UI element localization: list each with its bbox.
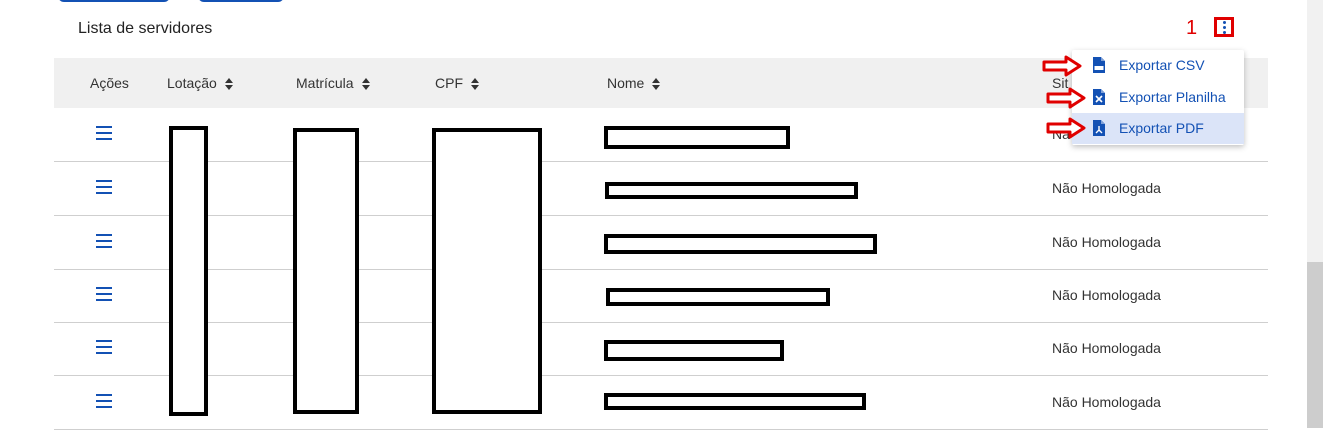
table-row: Não Homologada	[54, 162, 1268, 216]
redaction-nome	[604, 340, 784, 361]
status-text: Não Homologada	[1052, 234, 1161, 250]
annotation-arrow-icon	[1046, 87, 1086, 109]
status-text: Não Homologada	[1052, 180, 1161, 196]
vertical-scrollbar[interactable]	[1307, 0, 1323, 428]
pdf-file-icon	[1093, 120, 1105, 136]
redaction-lotacao	[169, 126, 208, 416]
column-header-acoes: Ações	[90, 75, 129, 91]
column-header-matricula[interactable]: Matrícula	[296, 58, 370, 108]
status-text: Não Homologada	[1052, 340, 1161, 356]
row-actions-menu-icon[interactable]	[96, 394, 112, 408]
column-header-lotacao[interactable]: Lotação	[167, 58, 233, 108]
row-actions-menu-icon[interactable]	[96, 180, 112, 194]
export-csv-option[interactable]: Exportar CSV	[1072, 50, 1244, 81]
sort-icon	[224, 78, 233, 91]
column-header-cpf[interactable]: CPF	[435, 58, 479, 108]
top-button-2[interactable]	[198, 0, 284, 2]
table-row: Não Homologada	[54, 269, 1268, 323]
status-text: Não Homologada	[1052, 394, 1161, 410]
status-text: Não Homologada	[1052, 287, 1161, 303]
export-dropdown: Exportar CSV Exportar Planilha Exportar …	[1072, 50, 1244, 145]
export-planilha-option[interactable]: Exportar Planilha	[1072, 82, 1244, 113]
sort-icon	[361, 78, 370, 91]
redaction-nome	[605, 182, 858, 199]
row-actions-menu-icon[interactable]	[96, 287, 112, 301]
redaction-nome	[604, 393, 866, 410]
annotation-number: 1	[1186, 17, 1198, 39]
panel-title: Lista de servidores	[78, 20, 213, 37]
csv-file-icon	[1093, 57, 1105, 73]
sort-icon	[471, 78, 479, 91]
annotation-arrow-icon	[1042, 55, 1082, 77]
redaction-nome	[604, 234, 877, 254]
kebab-icon	[1222, 20, 1226, 34]
column-header-nome[interactable]: Nome	[607, 58, 661, 108]
more-options-button[interactable]	[1214, 17, 1234, 37]
table-row: Não Homologada	[54, 322, 1268, 376]
top-button-1[interactable]	[58, 0, 170, 2]
export-pdf-option[interactable]: Exportar PDF	[1072, 113, 1244, 144]
column-header-situacao: Sit	[1052, 75, 1069, 91]
redaction-nome	[604, 126, 790, 149]
annotation-arrow-icon	[1046, 117, 1086, 139]
row-actions-menu-icon[interactable]	[96, 234, 112, 248]
scrollbar-thumb[interactable]	[1307, 262, 1323, 428]
excel-file-icon	[1093, 89, 1105, 105]
table-row: Não Homologada	[54, 216, 1268, 270]
redaction-matricula	[293, 128, 359, 414]
redaction-nome	[606, 288, 830, 306]
redaction-cpf	[432, 128, 542, 414]
row-actions-menu-icon[interactable]	[96, 126, 112, 140]
row-actions-menu-icon[interactable]	[96, 340, 112, 354]
sort-icon	[652, 78, 661, 91]
